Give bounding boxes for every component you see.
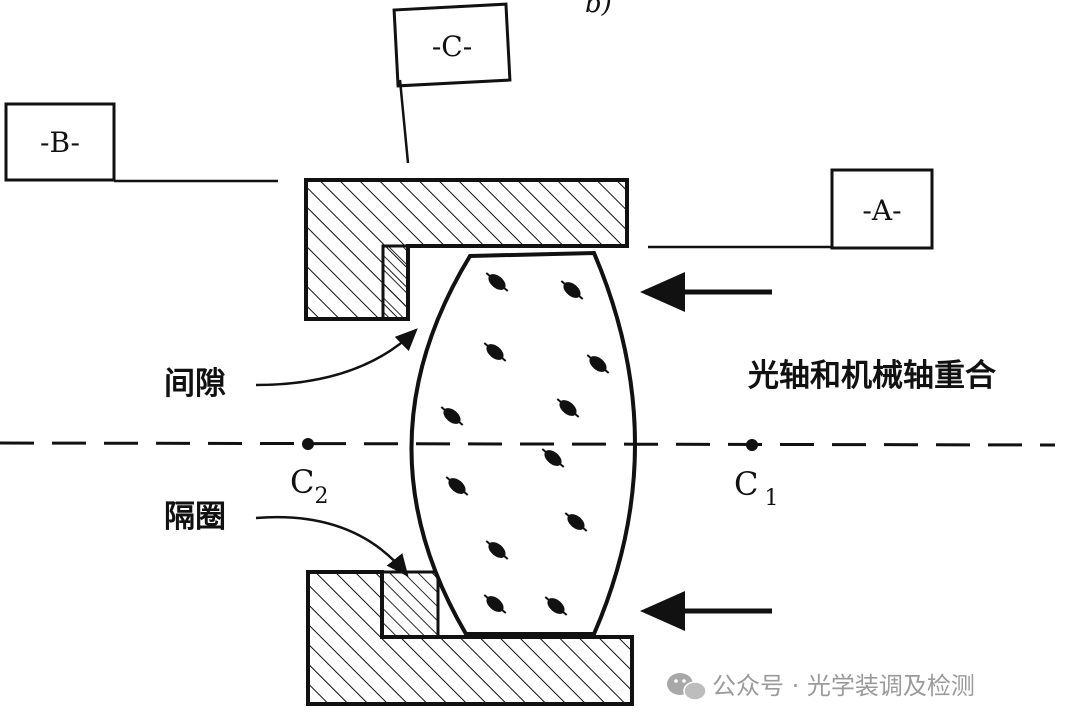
datum-b-label: -B- xyxy=(40,126,80,159)
glass-section-marks xyxy=(440,272,610,616)
top-fragment-label: b) xyxy=(585,0,612,19)
datum-c-staff xyxy=(398,79,410,164)
datum-c-label: -C- xyxy=(432,30,472,63)
upper-spacer xyxy=(381,244,410,321)
c2-point xyxy=(302,438,314,450)
datum-c-box xyxy=(392,2,512,88)
datum-c: -C- xyxy=(392,2,512,164)
datum-a-box xyxy=(830,168,934,250)
gap-leader xyxy=(255,328,418,387)
c1-point xyxy=(746,439,758,451)
datum-a: -A- xyxy=(648,168,934,250)
spacer-leader xyxy=(255,515,409,577)
datum-b: -B- xyxy=(4,102,278,183)
datum-b-box xyxy=(4,102,116,182)
lower-spacer xyxy=(380,570,440,639)
wechat-icon xyxy=(667,673,707,701)
watermark-text: 公众号 · 光学装调及检测 xyxy=(712,672,975,700)
axes-coincide-label: 光轴和机械轴重合 xyxy=(748,358,996,394)
watermark: 公众号 · 光学装调及检测 xyxy=(667,672,975,701)
spacer-label: 隔圈 xyxy=(164,499,226,535)
datum-a-label: -A- xyxy=(862,194,901,227)
optical-axis-line xyxy=(0,441,1056,447)
c2-label: C2 xyxy=(290,463,328,509)
gap-label: 间隙 xyxy=(164,366,226,402)
